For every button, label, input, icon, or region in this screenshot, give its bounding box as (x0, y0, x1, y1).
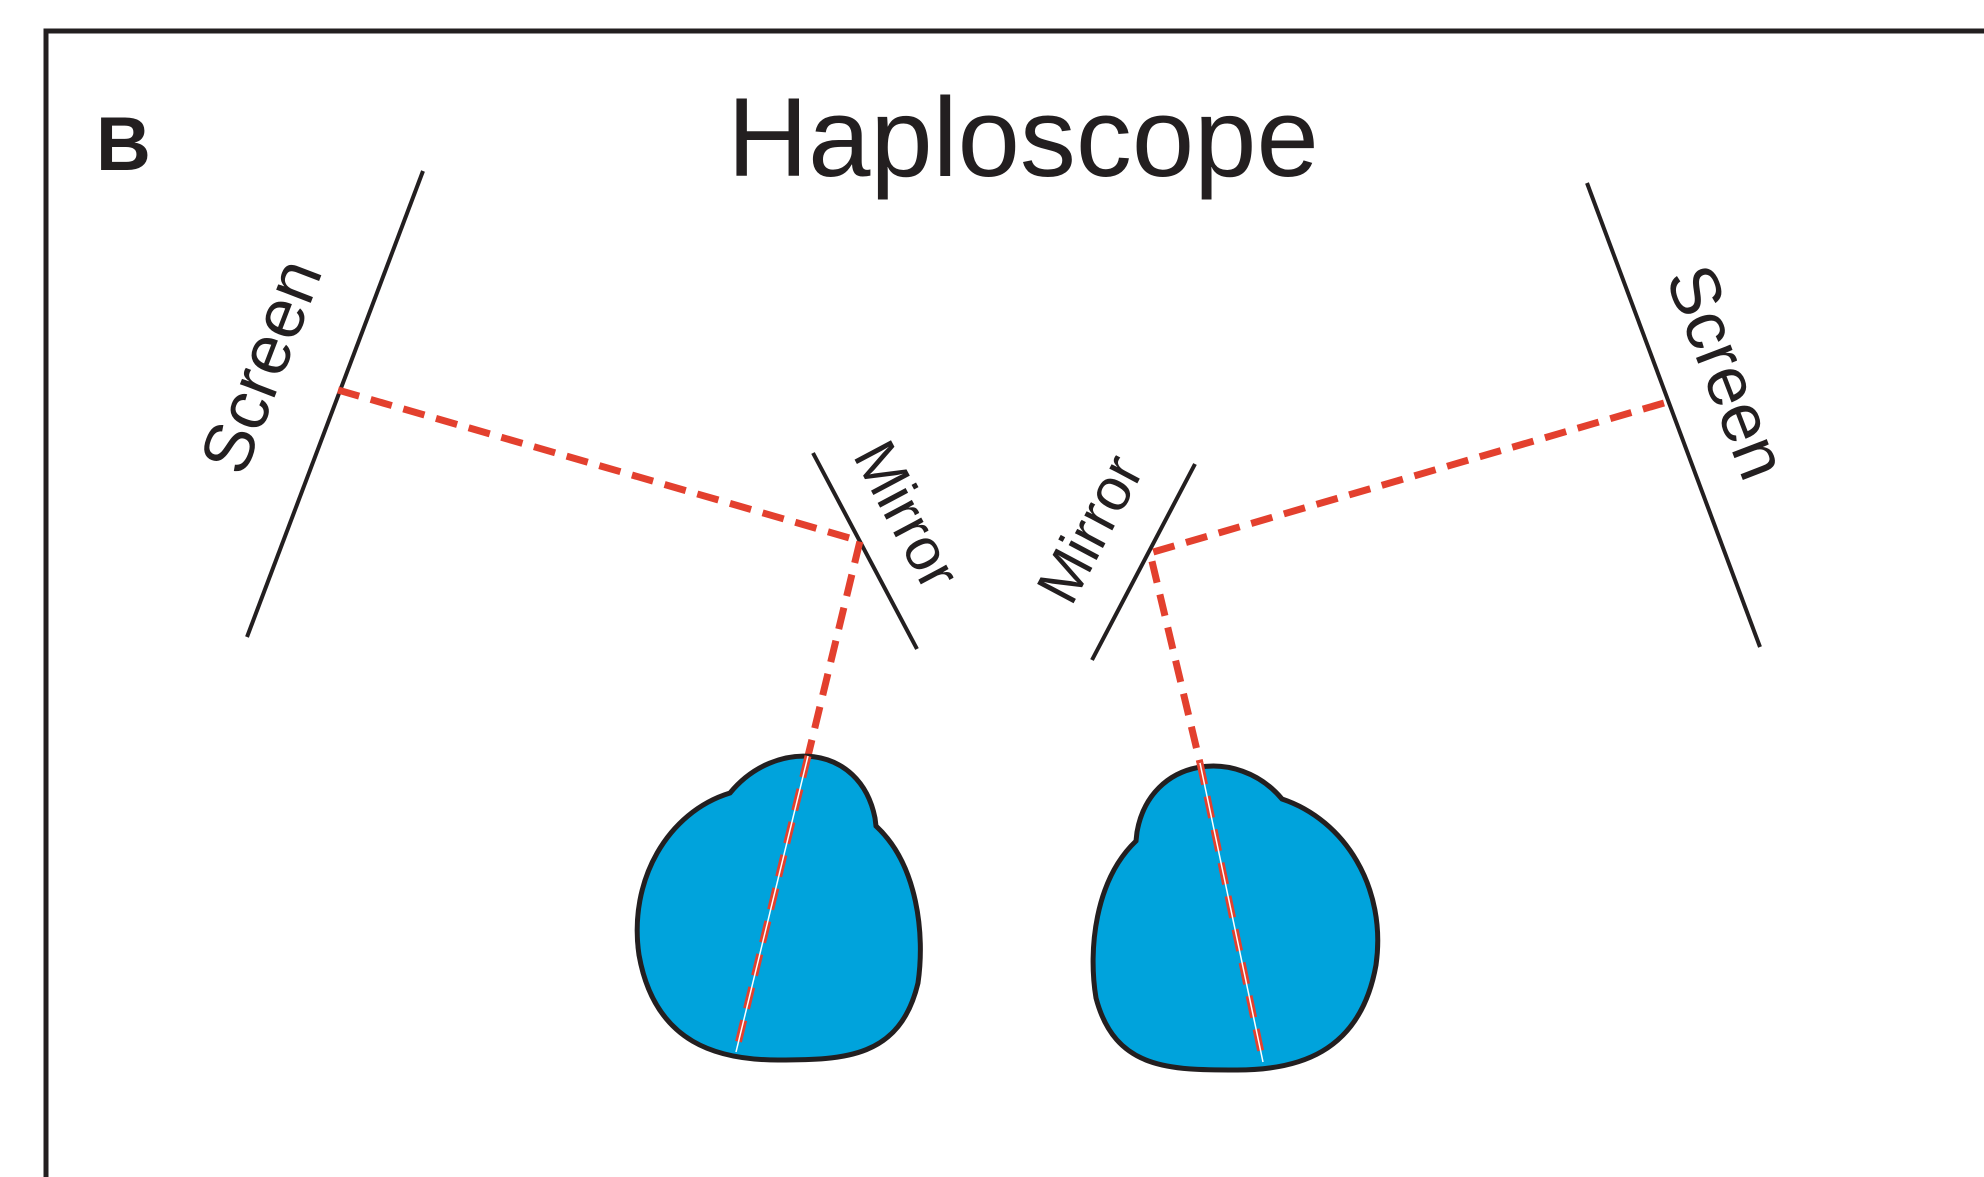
left-eye (634, 753, 923, 1063)
left-visual-axis-centre (735, 755, 809, 1053)
left-mirror-label: Mirror (841, 430, 974, 600)
panel-letter: B (96, 102, 151, 187)
right-mirror-label: Mirror (1024, 444, 1157, 614)
figure-frame (43, 28, 1984, 1177)
left-light-path (337, 386, 865, 757)
left-mirror (811, 452, 919, 650)
right-screen-label: Screen (1651, 255, 1803, 490)
right-mirror (1090, 463, 1197, 661)
right-visual-axis-centre (1199, 762, 1264, 1063)
left-screen (245, 170, 425, 638)
right-eye (1090, 763, 1381, 1073)
right-light-path (1145, 399, 1665, 764)
diagram-title: Haploscope (727, 75, 1319, 200)
right-screen (1585, 182, 1762, 648)
left-screen-label: Screen (185, 249, 337, 484)
